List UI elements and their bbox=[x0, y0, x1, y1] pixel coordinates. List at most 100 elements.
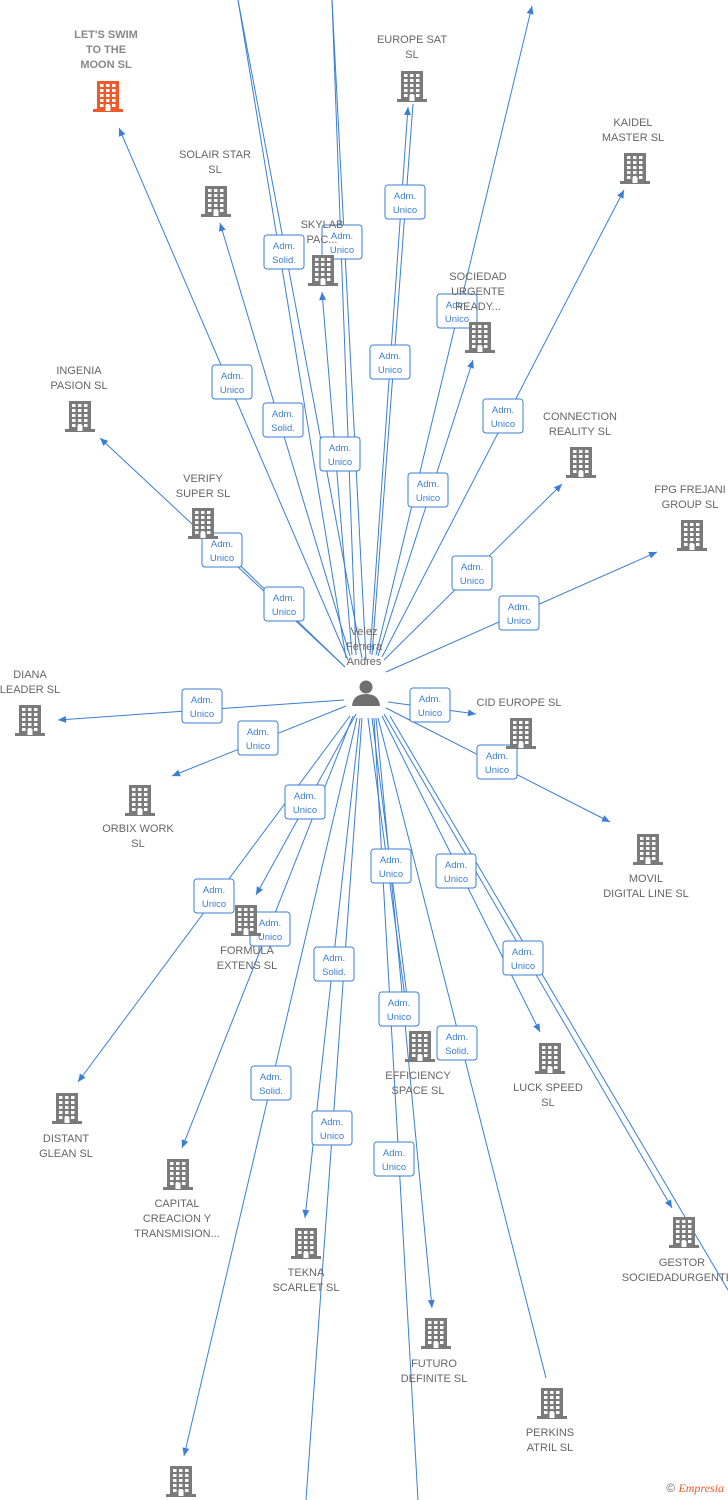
company-node-label: TRANSMISION... bbox=[134, 1228, 220, 1240]
role-badge[interactable]: Adm.Solid. bbox=[436, 1025, 478, 1061]
watermark: © Empresia bbox=[666, 1481, 724, 1496]
company-node-label: INGENIA bbox=[56, 365, 102, 377]
role-badge-text: Unico bbox=[293, 805, 317, 816]
company-node-label: MOON SL bbox=[80, 59, 132, 71]
role-badge[interactable]: Adm.Unico bbox=[407, 472, 449, 508]
company-node-sociedad[interactable]: SOCIEDADURGENTEREADY... bbox=[449, 271, 507, 353]
company-node-label: FUTURO bbox=[411, 1358, 457, 1370]
role-badge[interactable]: Adm.Unico bbox=[263, 586, 305, 622]
arrow-head bbox=[467, 709, 476, 717]
role-badge-box bbox=[482, 398, 524, 434]
company-node-label: LET'S SWIM bbox=[74, 29, 138, 41]
role-badge[interactable]: Adm.Unico bbox=[211, 364, 253, 400]
role-badge-text: Adm. bbox=[446, 1032, 468, 1043]
role-badge[interactable]: Adm.Unico bbox=[237, 720, 279, 756]
role-badge-box bbox=[319, 436, 361, 472]
company-node-gestor[interactable]: GESTORSOCIEDADURGENTE... bbox=[622, 1217, 728, 1284]
company-node-label: DISTANT bbox=[43, 1133, 90, 1145]
role-badge[interactable]: Adm.Unico bbox=[476, 744, 518, 780]
role-badge[interactable]: Adm.Unico bbox=[181, 688, 223, 724]
company-node-bottomleft[interactable] bbox=[166, 1466, 196, 1497]
company-node-tekna[interactable]: TEKNA SCARLET SL bbox=[272, 1228, 340, 1294]
role-badge[interactable]: Adm.Solid. bbox=[250, 1065, 292, 1101]
company-node-distant[interactable]: DISTANT GLEAN SL bbox=[39, 1093, 93, 1160]
role-badge[interactable]: Adm.Unico bbox=[311, 1110, 353, 1146]
building-icon bbox=[506, 718, 536, 749]
role-badge[interactable]: Adm.Unico bbox=[502, 940, 544, 976]
building-icon bbox=[405, 1031, 435, 1062]
role-badge[interactable]: Adm.Solid. bbox=[263, 234, 305, 270]
role-badge-text: Adm. bbox=[203, 885, 225, 896]
arrow-head bbox=[526, 6, 534, 15]
role-badge-box bbox=[284, 784, 326, 820]
company-node-ingenia[interactable]: INGENIA PASION SL bbox=[50, 365, 108, 432]
role-badge[interactable]: Adm.Unico bbox=[436, 293, 478, 329]
company-node-label: EUROPE SAT bbox=[377, 34, 447, 46]
role-badge[interactable]: Adm.Unico bbox=[370, 848, 412, 884]
company-node-label: TEKNA bbox=[288, 1267, 325, 1279]
center-name-label: Velez bbox=[351, 626, 378, 638]
role-badge-text: Unico bbox=[491, 419, 515, 430]
edge-line bbox=[237, 0, 347, 659]
role-badge-box bbox=[263, 234, 305, 270]
edge-line-extra bbox=[331, 0, 367, 661]
building-icon bbox=[397, 71, 427, 102]
role-badge[interactable]: Adm.Unico bbox=[498, 595, 540, 631]
edge-line bbox=[305, 717, 363, 1500]
role-badge[interactable]: Adm.Unico bbox=[373, 1141, 415, 1177]
role-badge[interactable]: Adm.Unico bbox=[409, 687, 451, 723]
role-badge-box bbox=[409, 687, 451, 723]
role-badge[interactable]: Adm.Unico bbox=[319, 436, 361, 472]
role-badge[interactable]: Adm.Unico bbox=[451, 555, 493, 591]
role-badge[interactable]: Adm.Unico bbox=[284, 784, 326, 820]
company-node-label: CID EUROPE SL bbox=[477, 697, 562, 709]
role-badge[interactable]: Adm.Unico bbox=[369, 344, 411, 380]
role-badge[interactable]: Adm.Solid. bbox=[313, 946, 355, 982]
company-node-label: SL bbox=[208, 164, 221, 176]
role-badge-text: Adm. bbox=[273, 241, 295, 252]
role-badge[interactable]: Adm.Unico bbox=[384, 184, 426, 220]
role-badge-box bbox=[262, 402, 304, 438]
role-badge[interactable]: Adm.Unico bbox=[435, 853, 477, 889]
role-badge[interactable]: Adm.Unico bbox=[482, 398, 524, 434]
building-icon bbox=[231, 905, 261, 936]
edge-line bbox=[219, 222, 351, 657]
company-node-label: PASION SL bbox=[50, 380, 107, 392]
role-badge[interactable]: Adm.Unico bbox=[193, 878, 235, 914]
company-node-label: SCARLET SL bbox=[272, 1282, 339, 1294]
company-node-label: GLEAN SL bbox=[39, 1148, 93, 1160]
role-badge-text: Adm. bbox=[394, 191, 416, 202]
role-badge[interactable]: Adm.Unico bbox=[201, 532, 243, 568]
role-badge-box bbox=[250, 1065, 292, 1101]
role-badge-text: Unico bbox=[511, 961, 535, 972]
role-badge[interactable]: Adm.Unico bbox=[378, 991, 420, 1027]
role-badge[interactable]: Adm.Unico bbox=[321, 224, 363, 260]
company-node-label: CAPITAL bbox=[154, 1198, 199, 1210]
role-badge-box bbox=[321, 224, 363, 260]
building-icon bbox=[421, 1318, 451, 1349]
company-node-skylab[interactable]: SKYLABPAC... bbox=[301, 219, 344, 286]
role-badge-text: Adm. bbox=[388, 998, 410, 1009]
building-icon bbox=[620, 153, 650, 184]
role-badge[interactable]: Adm.Solid. bbox=[262, 402, 304, 438]
company-node-cideurope[interactable]: CID EUROPE SL bbox=[477, 697, 562, 749]
